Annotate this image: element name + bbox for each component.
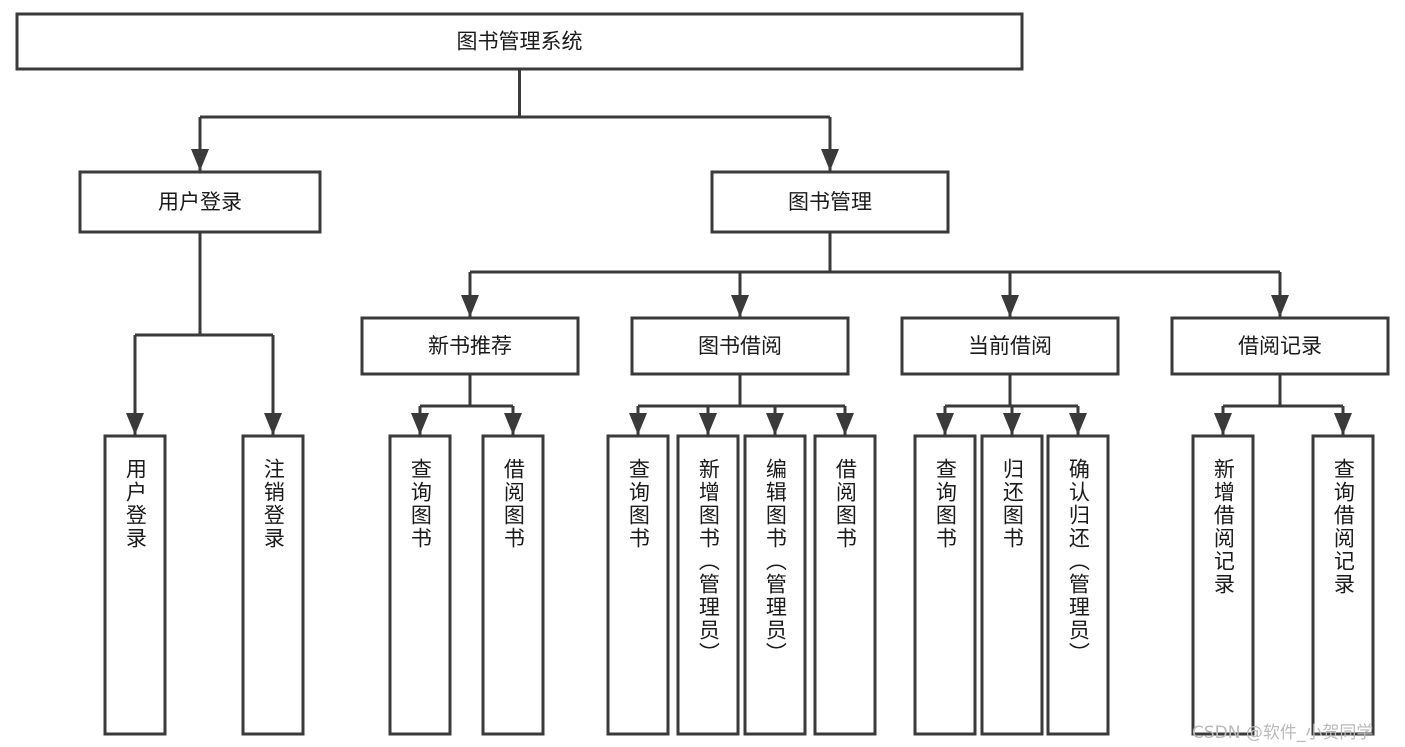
connector-layer [126,69,1352,435]
node-label-book-borrow: 图书借阅 [698,334,782,358]
arrow-head-icon [629,413,647,435]
node-box-leaf-add-borrow-record[interactable] [1191,434,1255,736]
node-box-borrow-record[interactable] [1170,316,1390,376]
node-box-leaf-query-book-recommend[interactable] [388,434,452,736]
arrow-head-icon [1003,413,1021,435]
node-box-leaf-borrow-book-recommend[interactable] [481,434,545,736]
arrow-head-icon [731,295,749,317]
node-box-leaf-add-book[interactable] [676,434,740,736]
arrow-head-icon [766,413,784,435]
arrow-head-icon [504,413,522,435]
node-box-user-login[interactable] [78,170,322,234]
arrow-head-icon [936,413,954,435]
arrow-head-icon [461,295,479,317]
arrow-head-icon [1271,295,1289,317]
node-label-borrow-record: 借阅记录 [1238,334,1322,358]
node-label-book-management: 图书管理 [788,190,872,214]
arrow-head-icon [1334,413,1352,435]
node-box-leaf-borrow-book[interactable] [813,434,877,736]
arrow-head-icon [411,413,429,435]
node-box-leaf-return-book[interactable] [980,434,1044,736]
arrow-head-icon [836,413,854,435]
node-box-book-management[interactable] [710,170,950,234]
node-label-current-borrow: 当前借阅 [968,334,1052,358]
node-label-new-book-recommend: 新书推荐 [428,334,512,358]
node-box-leaf-logout[interactable] [241,434,305,736]
node-box-leaf-query-borrow-record[interactable] [1311,434,1375,736]
node-box-new-book-recommend[interactable] [360,316,580,376]
node-box-layer [15,12,1390,736]
node-box-root[interactable] [15,12,1024,71]
arrow-head-icon [1001,295,1019,317]
node-box-leaf-query-book-current[interactable] [913,434,977,736]
arrow-head-icon [821,149,839,171]
node-label-root: 图书管理系统 [457,30,583,54]
node-box-leaf-confirm-return[interactable] [1046,434,1110,736]
csdn-watermark: CSDN @软件_小贺同学 [1192,723,1374,743]
node-label-user-login: 用户登录 [158,190,242,214]
arrow-head-icon [126,413,144,435]
arrow-head-icon [1069,413,1087,435]
node-box-book-borrow[interactable] [630,316,850,376]
node-box-leaf-edit-book[interactable] [743,434,807,736]
arrow-head-icon [264,413,282,435]
arrow-head-icon [191,149,209,171]
arrow-head-icon [699,413,717,435]
node-box-leaf-query-book-borrow[interactable] [606,434,670,736]
node-box-current-borrow[interactable] [900,316,1120,376]
arrow-head-icon [1214,413,1232,435]
node-box-leaf-user-login[interactable] [103,434,167,736]
